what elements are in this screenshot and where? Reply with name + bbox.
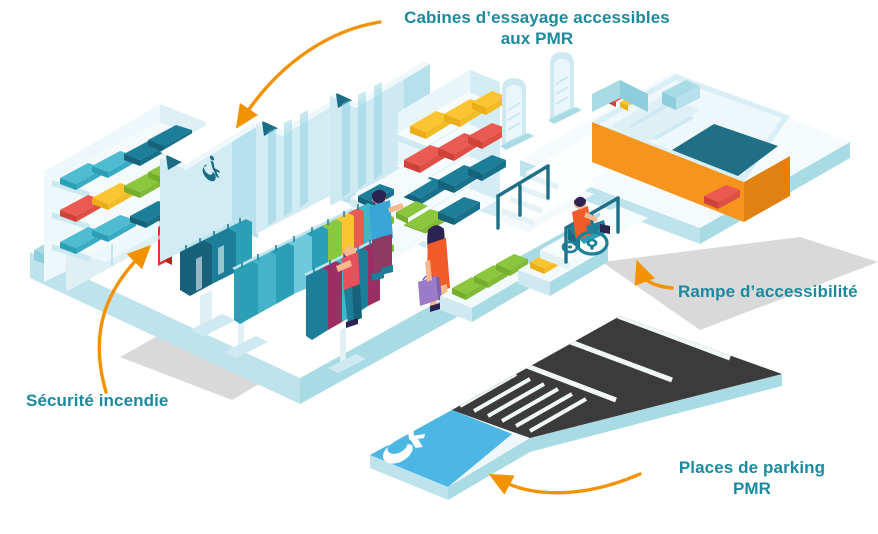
- label-access-ramp: Rampe d’accessibilité: [678, 282, 858, 301]
- arrow-to-securite: [97, 244, 152, 394]
- fitting-cabin-accessible: [160, 110, 258, 262]
- fitting-rooms: [160, 48, 430, 262]
- shopper-woman: [418, 225, 450, 312]
- wheelchair-symbol-cabin: [202, 155, 220, 182]
- mirror-panels: [470, 52, 582, 162]
- mirror-panel-1: [500, 78, 534, 150]
- annotation-arrows: [97, 20, 674, 495]
- central-shelving: [396, 70, 506, 250]
- label-fitting-rooms: Cabines d’essayage accessibles aux PMR: [404, 8, 670, 49]
- parking-lot: [370, 316, 782, 500]
- mirror-panel-3: [470, 104, 488, 162]
- arrow-to-rampe: [634, 259, 674, 290]
- mirror-panel-2: [548, 52, 582, 124]
- clothing-rack-jackets: [178, 214, 252, 336]
- arrow-to-cabines: [235, 20, 382, 129]
- wheelchair-symbol-parking: [383, 417, 426, 464]
- parking-hatching: [452, 372, 587, 434]
- handrail-stairs: [496, 164, 550, 230]
- shopper-at-rack: [336, 246, 362, 328]
- wheelchair-user: [561, 196, 610, 256]
- label-accessible-parking: Places de parking PMR: [678, 458, 826, 499]
- label-fire-safety: Sécurité incendie: [26, 391, 169, 410]
- accessible-parking-bay: [370, 410, 512, 487]
- checkout-counter: [592, 74, 790, 222]
- display-table-green: [440, 254, 530, 322]
- shopper-man: [369, 189, 404, 281]
- arrow-to-parking: [488, 472, 642, 495]
